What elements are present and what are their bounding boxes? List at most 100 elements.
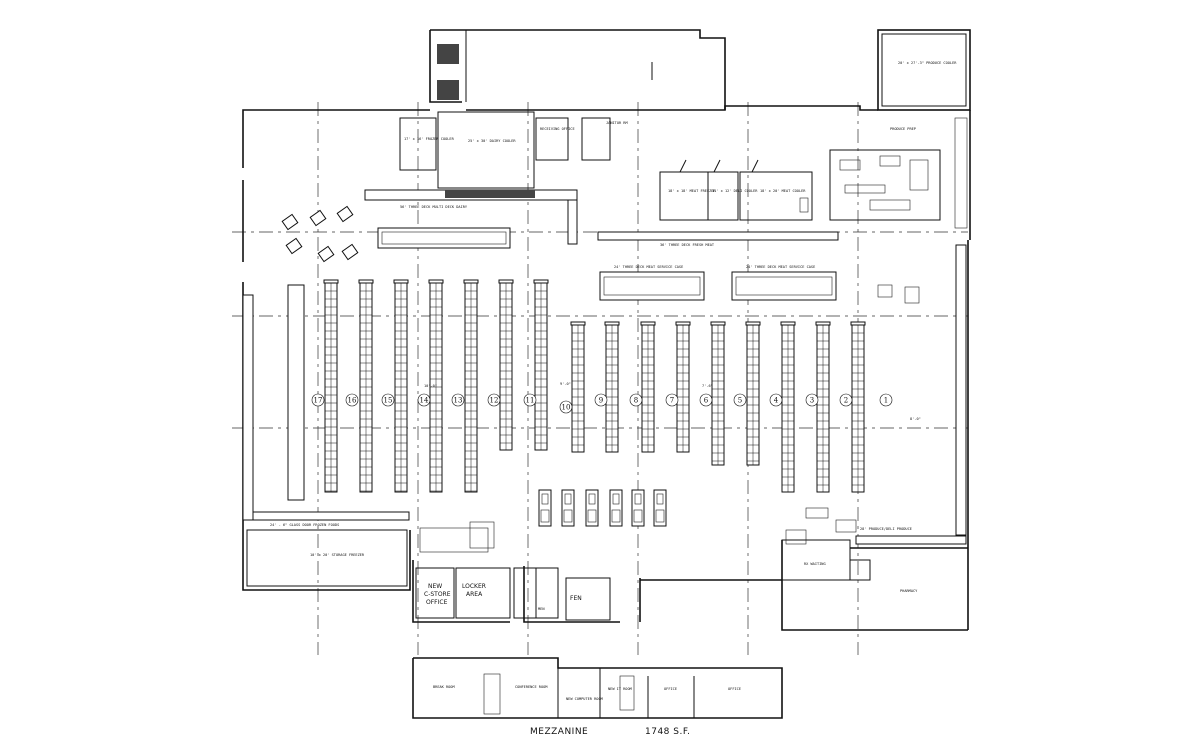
svg-text:17: 17	[314, 397, 323, 405]
svg-text:12: 12	[490, 397, 499, 405]
meat-island-2	[731, 271, 837, 301]
gondola	[604, 321, 620, 453]
janitor-label: JANITOR RM	[606, 121, 628, 125]
dim-3: 7'-6"	[702, 384, 713, 388]
new-office-label: NEW	[428, 583, 442, 590]
gondola	[358, 279, 374, 493]
back-of-house: 20' x 27'-3" PRODUCE COOLER 17' x 16' FR…	[242, 29, 971, 240]
aisle-number: 17	[311, 393, 325, 407]
svg-text:4: 4	[774, 397, 779, 405]
mezzanine-plan: BREAK ROOM CONFERENCE ROOM NEW COMPUTER …	[412, 657, 783, 737]
frozen-island	[287, 284, 305, 501]
womens-restroom	[513, 567, 537, 619]
svg-text:10: 10	[562, 404, 571, 412]
gondola	[745, 321, 761, 466]
produce-cooler-label: 20' x 27'-3" PRODUCE COOLER	[898, 61, 957, 65]
meat-freezer	[659, 171, 709, 221]
svg-text:14: 14	[420, 397, 429, 405]
gondola	[640, 321, 656, 453]
svg-text:15: 15	[384, 397, 393, 405]
cart-corral	[317, 245, 335, 263]
produce-case-label: 28' PRODUCE/DELI PRODUCE	[860, 527, 912, 531]
aisle-number: 10	[559, 400, 573, 414]
frozen-cooler	[399, 117, 437, 171]
svg-text:OFFICE: OFFICE	[426, 599, 448, 606]
glass-door-label: 24' - 6" GLASS DOOR FROZEN FOODS	[270, 523, 339, 527]
dairy-deck-label: 56' THREE DECK MULTI DECK DAIRY	[400, 205, 468, 209]
aisle-number: 14	[417, 393, 431, 407]
aisle-number: 6	[699, 393, 713, 407]
svg-text:3: 3	[810, 397, 814, 405]
dimension-notes: 10'-0" 9'-0" 7'-6" 8'-0"	[424, 382, 921, 421]
frozen-cooler-label: 17' x 16' FROZEN COOLER	[404, 137, 455, 141]
aisle-number: 9	[594, 393, 608, 407]
dock-leveler-1	[437, 44, 459, 64]
checkout-lane	[585, 489, 599, 527]
mezz-break-room: BREAK ROOM	[433, 685, 455, 689]
rear-case-label: 36' THREE DECK FRESH MEAT	[660, 243, 715, 247]
refrigerated-cases: 56' THREE DECK MULTI DECK DAIRY 36' THRE…	[242, 189, 967, 545]
meat-cooler	[739, 171, 813, 221]
aisle-number: 15	[381, 393, 395, 407]
aisle-number: 12	[487, 393, 501, 407]
gondola	[533, 279, 549, 451]
dairy-cooler	[437, 111, 535, 189]
mezzanine-caption: MEZZANINE	[530, 727, 588, 737]
dim-4: 8'-0"	[910, 417, 921, 421]
svg-text:13: 13	[454, 397, 463, 405]
deli-cooler	[707, 171, 739, 221]
meat-cooler-label: 18' x 20' MEAT COOLER	[760, 189, 806, 193]
svg-text:C-STORE: C-STORE	[424, 591, 451, 598]
pharmacy-label: PHARMACY	[900, 589, 918, 593]
dim-1: 10'-0"	[424, 384, 437, 388]
storage-freezer	[246, 529, 408, 587]
checkout-lane	[538, 489, 552, 527]
gondola	[850, 321, 866, 493]
checkout-lane	[609, 489, 623, 527]
frozen-wall-case	[242, 294, 254, 521]
aisle-number: 13	[451, 393, 465, 407]
svg-text:2: 2	[844, 397, 848, 405]
front-office-restrooms: NEW C-STORE OFFICE LOCKER AREA MEN FEN	[415, 521, 611, 621]
dairy-cooler-label: 25' x 30' DAIRY COOLER	[468, 139, 516, 143]
mezz-new-computer-room: NEW COMPUTER ROOM	[566, 697, 604, 701]
aisle-number: 7	[665, 393, 679, 407]
aisle-number: 11	[523, 393, 537, 407]
mens-restroom	[535, 567, 559, 619]
checkout-lane	[561, 489, 575, 527]
dim-2: 9'-0"	[560, 382, 571, 386]
gondola-shelving	[323, 279, 866, 493]
svg-text:1: 1	[884, 397, 888, 405]
svg-text:8: 8	[634, 397, 638, 405]
new-office-room	[415, 567, 455, 619]
aisle-number: 8	[629, 393, 643, 407]
aisle-number: 3	[805, 393, 819, 407]
mezz-new-it-room: NEW IT ROOM	[608, 687, 633, 691]
checkout-lane	[631, 489, 645, 527]
dock-leveler-2	[437, 80, 459, 100]
aisle-number: 16	[345, 393, 359, 407]
svg-text:7: 7	[670, 397, 674, 405]
cart-corral	[281, 213, 299, 231]
gondola	[815, 321, 831, 493]
pharmacy-area: RX WAITING PHARMACY	[781, 284, 920, 593]
gondola	[393, 279, 409, 493]
gondola	[323, 279, 339, 493]
storage-freezer-label: 10' x 20' STORAGE FREEZER	[310, 553, 365, 557]
produce-cooler	[877, 29, 971, 111]
cart-corral	[341, 243, 359, 261]
svg-text:16: 16	[348, 397, 357, 405]
checkout-lanes	[281, 205, 667, 527]
locker-area-room	[455, 567, 511, 619]
gondola	[675, 321, 691, 453]
gondola	[463, 279, 479, 493]
meat-island-1	[599, 271, 705, 301]
gondola	[570, 321, 586, 453]
locker-area-label: LOCKER	[462, 583, 486, 590]
checkout-lane	[653, 489, 667, 527]
aisle-number: 4	[769, 393, 783, 407]
produce-prep-label: PRODUCE PREP	[890, 127, 916, 131]
gondola	[498, 279, 514, 451]
mezz-conference-room: CONFERENCE ROOM	[515, 685, 548, 689]
